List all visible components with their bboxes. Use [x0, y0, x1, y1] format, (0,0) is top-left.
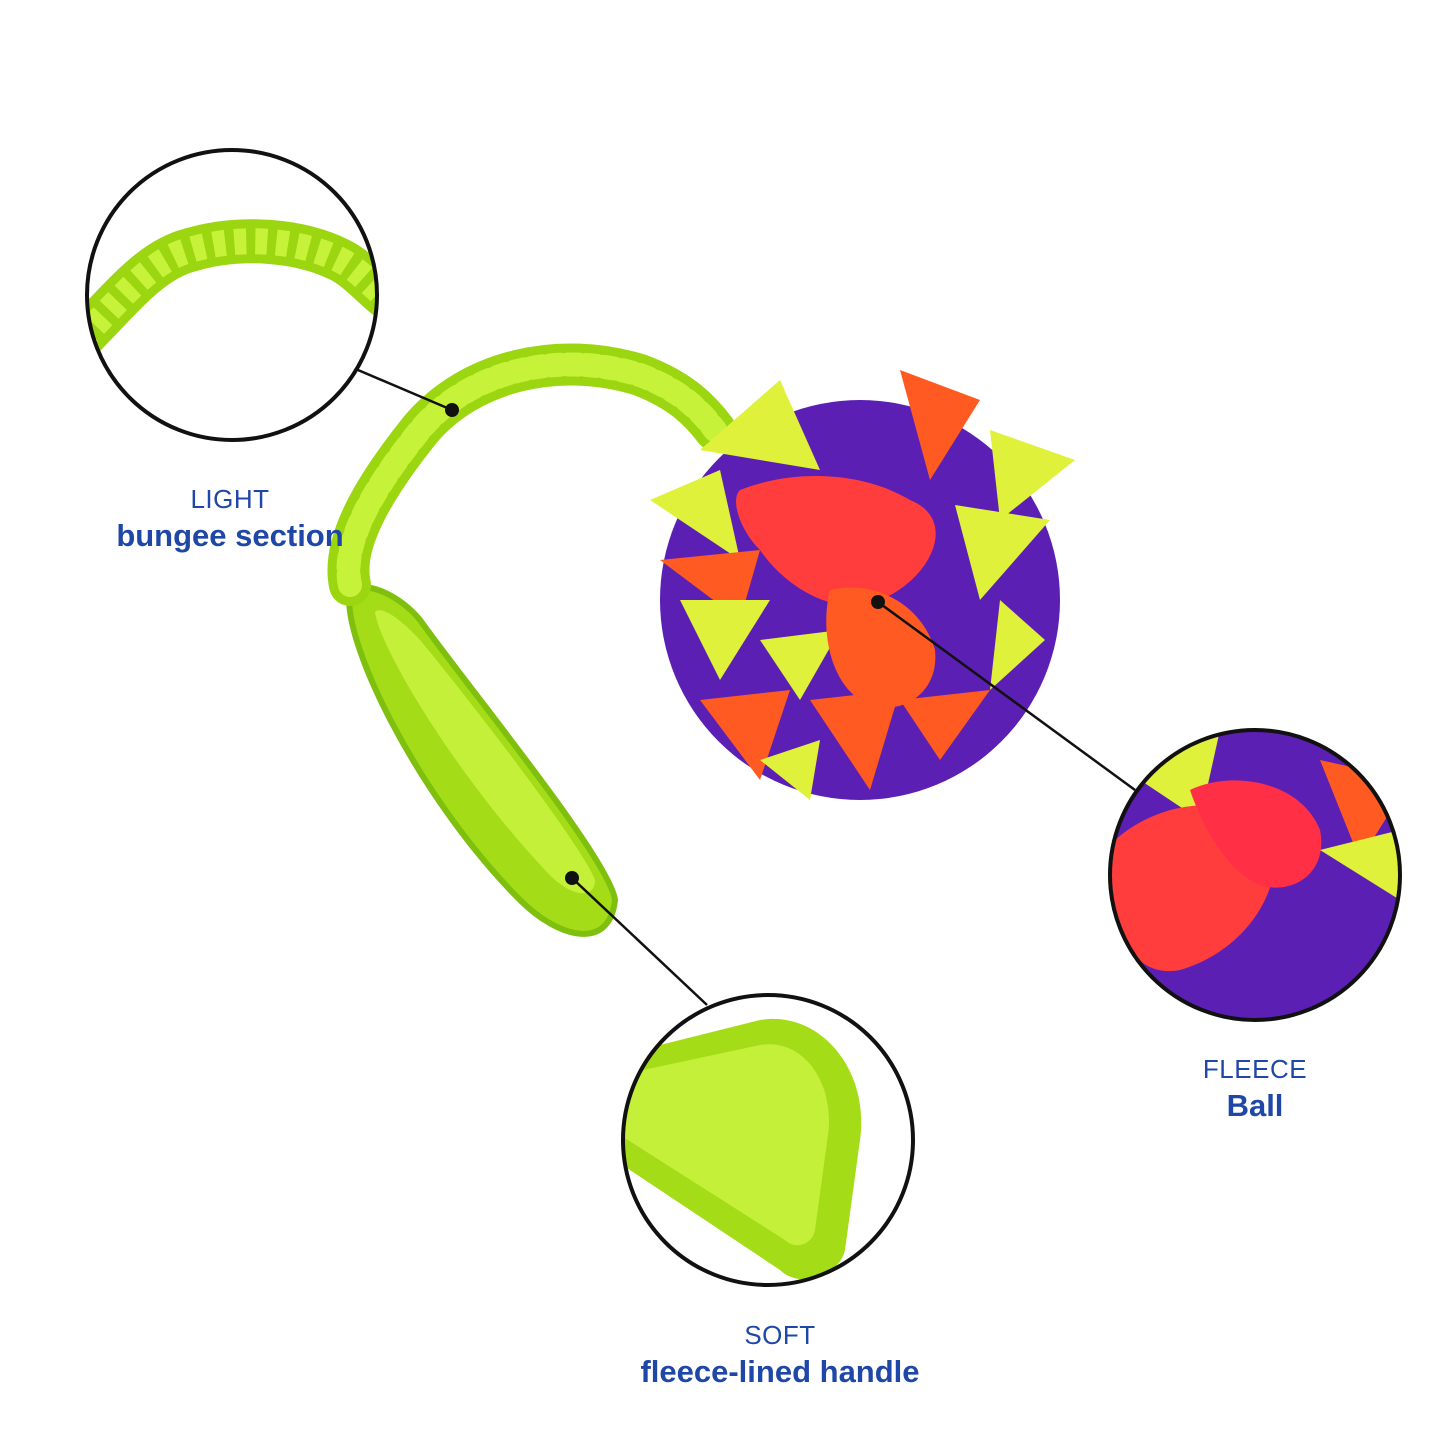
bungee-callout: LIGHT bungee section [60, 482, 400, 556]
ball-callout-big: Ball [1226, 1088, 1284, 1123]
ball-callout: FLEECE Ball [1140, 1052, 1370, 1126]
ball-callout-small: FLEECE [1202, 1054, 1308, 1084]
handle-callout-small: SOFT [744, 1320, 816, 1350]
bungee-cord-icon [327, 343, 736, 606]
handle-callout-big: fleece-lined handle [640, 1354, 920, 1389]
handle-callout: SOFT fleece-lined handle [560, 1318, 1000, 1392]
bungee-callout-big: bungee section [116, 518, 344, 553]
connector-lines [357, 368, 1136, 1006]
bungee-zoom-icon [85, 148, 379, 442]
connector-dots [445, 403, 885, 885]
handle-zoom-icon [621, 993, 915, 1287]
fleece-ball-icon [650, 370, 1075, 800]
ball-zoom-icon [1108, 728, 1402, 1022]
bungee-callout-small: LIGHT [190, 484, 270, 514]
handle-loop-icon [346, 583, 619, 937]
